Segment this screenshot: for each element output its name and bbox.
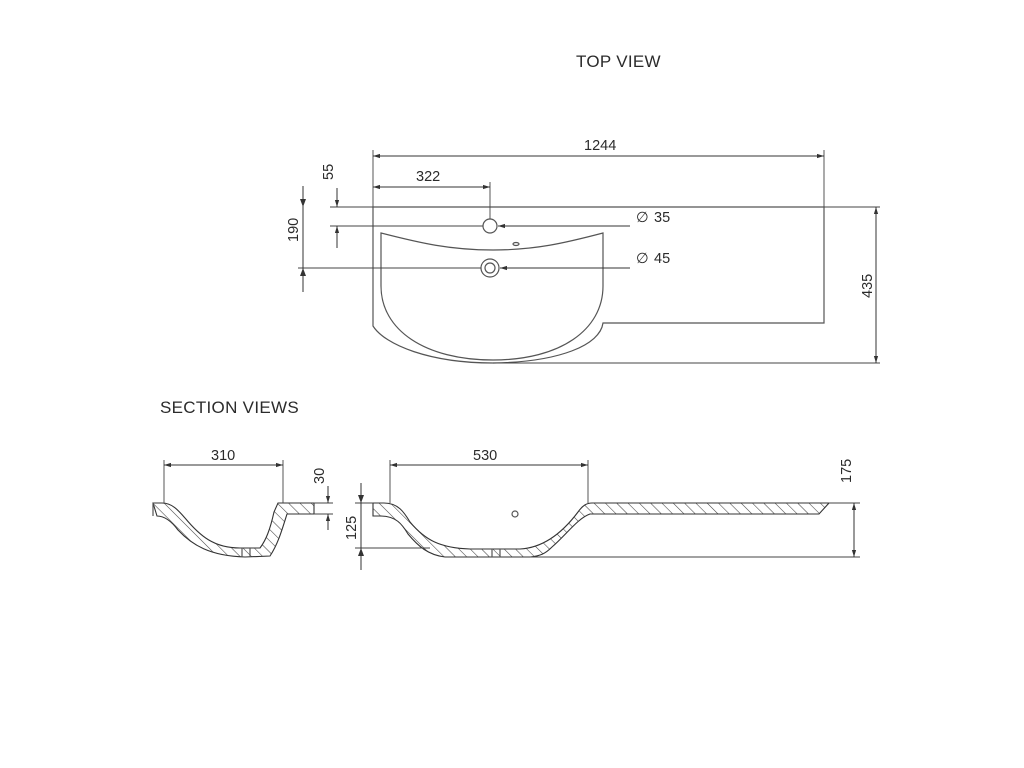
- section-a-profile: [152, 502, 315, 558]
- dim-tap-hole-depth: 55: [321, 164, 337, 180]
- dim-section-b-total-height: 175: [839, 459, 855, 483]
- dim-section-a-width: 310: [211, 448, 235, 464]
- dim-tap-hole-diameter: 35: [654, 210, 670, 226]
- section-b-overflow: [511, 510, 519, 518]
- dim-waste-depth: 190: [286, 218, 302, 242]
- waste-outlet: [480, 258, 500, 278]
- basin-outline: [372, 206, 825, 364]
- dim-overall-depth: 435: [860, 274, 876, 298]
- tap-hole: [482, 218, 498, 234]
- dim-section-b-width: 530: [473, 448, 497, 464]
- diameter-symbol-waste: ∅: [636, 251, 649, 267]
- section-view-b: 530 125 175: [344, 448, 860, 570]
- diameter-symbol-tap: ∅: [636, 210, 649, 226]
- dim-section-a-rim: 30: [312, 468, 328, 484]
- dim-tap-hole-offset: 322: [416, 169, 440, 185]
- dim-waste-diameter: 45: [654, 251, 670, 267]
- top-view-title: TOP VIEW: [576, 52, 661, 71]
- overflow-hole: [512, 241, 520, 247]
- section-view-a: 310 30: [152, 448, 333, 558]
- waste-outlet-inner: [484, 262, 496, 274]
- dim-section-b-bowl-depth: 125: [344, 516, 360, 540]
- section-b-profile: [372, 502, 831, 558]
- top-view: 1244 322 55 190 ∅ 35 ∅ 45 435: [286, 138, 880, 364]
- section-views-title: SECTION VIEWS: [160, 398, 299, 417]
- bowl-outline: [380, 232, 604, 361]
- dim-overall-width: 1244: [584, 138, 616, 154]
